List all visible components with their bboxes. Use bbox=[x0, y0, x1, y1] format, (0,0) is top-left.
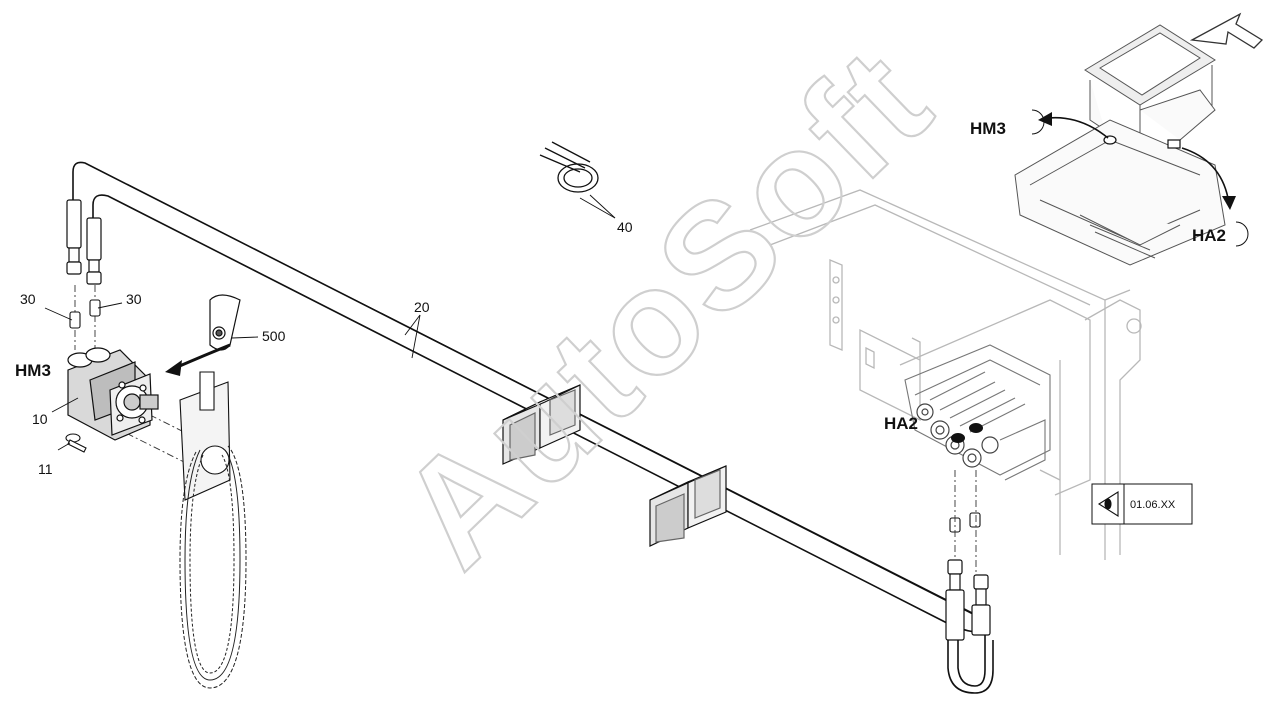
callout-fitting-right: 30 bbox=[126, 291, 142, 307]
callout-motor: 10 bbox=[32, 411, 48, 427]
sealant-tube bbox=[209, 294, 241, 351]
hose-clamp-upper bbox=[502, 384, 581, 465]
overview-arrow-hm3-head bbox=[1038, 112, 1052, 126]
overview-markers bbox=[1103, 135, 1181, 149]
overview-label-ha2: HA2 bbox=[1192, 226, 1226, 245]
valve-block bbox=[904, 344, 1051, 481]
spring-clamp bbox=[539, 141, 599, 193]
hose-clamp-lower bbox=[649, 465, 727, 547]
overview-arrow-ha2-head bbox=[1222, 196, 1236, 210]
view-reference-label: 01.06.XX bbox=[1130, 499, 1176, 511]
hose-end-fittings-left bbox=[66, 199, 102, 285]
valve-side-fittings bbox=[949, 512, 981, 533]
callout-sealant: 500 bbox=[262, 328, 286, 344]
callout-hose: 20 bbox=[414, 299, 430, 315]
hydraulic-motor bbox=[67, 347, 159, 441]
mount-arrow-head bbox=[165, 360, 182, 376]
drive-bracket bbox=[179, 371, 231, 501]
overview-label-hm3: HM3 bbox=[970, 119, 1006, 138]
component-label-ha2: HA2 bbox=[884, 414, 918, 433]
callout-clamp: 40 bbox=[617, 219, 633, 235]
view-reference-box bbox=[1091, 483, 1193, 525]
hose-end-fittings-right bbox=[945, 559, 991, 641]
callout-fitting-left: 30 bbox=[20, 291, 36, 307]
eye-icon bbox=[1097, 491, 1119, 517]
overview-arrow-hm3 bbox=[1047, 116, 1109, 139]
port-marker bbox=[969, 423, 983, 433]
component-label-hm3: HM3 bbox=[15, 361, 51, 380]
callout-screw: 11 bbox=[38, 461, 53, 477]
overview-machine bbox=[1014, 24, 1226, 266]
arrow-icon bbox=[1189, 12, 1264, 49]
port-marker bbox=[951, 433, 965, 443]
overview-ha2-ring bbox=[1235, 221, 1249, 247]
screw bbox=[65, 433, 87, 453]
hose-lower bbox=[947, 632, 994, 694]
adapter-fittings bbox=[69, 299, 101, 329]
leader-lines bbox=[44, 194, 616, 451]
overview-arrow-ha2 bbox=[1181, 147, 1229, 199]
machine-frame bbox=[749, 189, 1142, 560]
mount-arrow-icon bbox=[174, 343, 231, 370]
overview-hm3-ring bbox=[1031, 109, 1045, 135]
drive-chain bbox=[179, 445, 247, 689]
